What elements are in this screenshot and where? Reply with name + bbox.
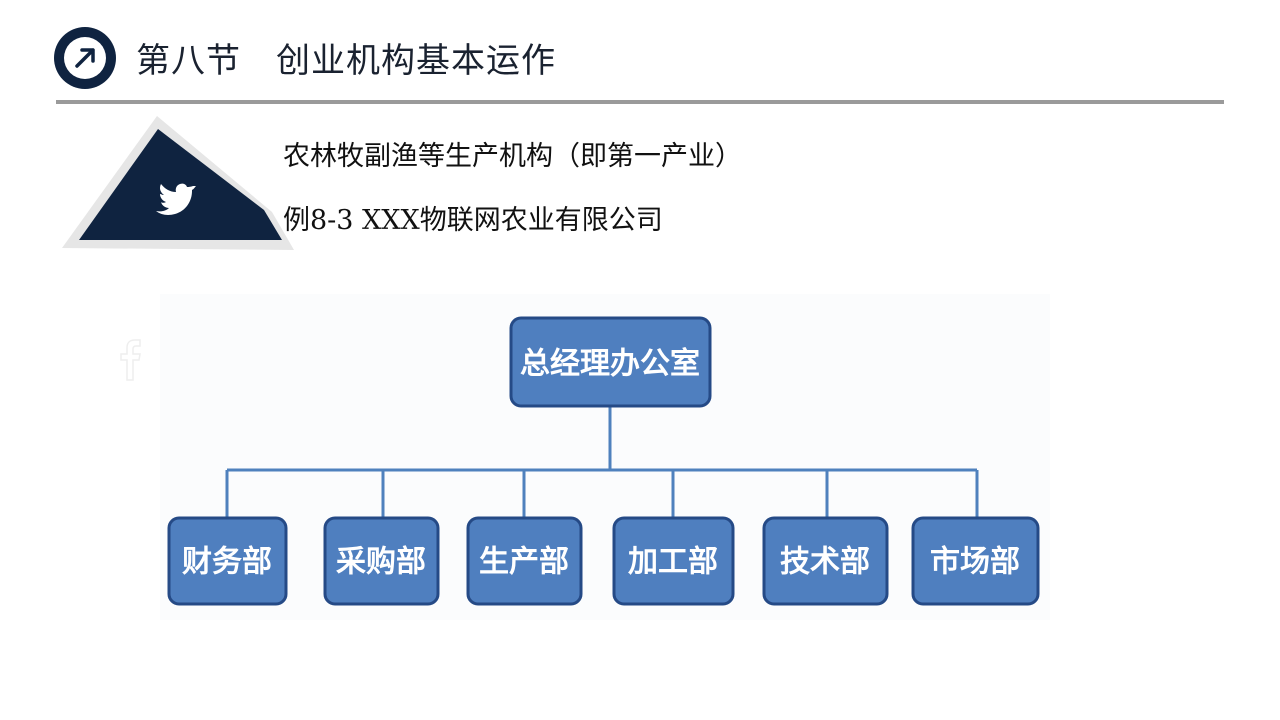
org-node-dept-label: 生产部 — [479, 545, 569, 580]
org-node-dept-label: 技术部 — [780, 545, 870, 580]
org-node-dept-label: 财务部 — [182, 545, 272, 580]
org-node-dept: 生产部 — [466, 516, 583, 606]
content-line-2: 例8-3 XXX物联网农业有限公司 — [283, 205, 663, 236]
org-node-dept-label: 市场部 — [930, 545, 1020, 580]
org-chart: 总经理办公室 财务部 采购部 生产部 加工部 技术部 市场部 — [167, 316, 1040, 606]
org-node-root: 总经理办公室 — [509, 316, 712, 408]
org-node-dept: 市场部 — [911, 516, 1040, 606]
content-line-1: 农林牧副渔等生产机构（即第一产业） — [283, 141, 742, 172]
twitter-bird-icon — [156, 183, 196, 215]
org-node-dept: 技术部 — [762, 516, 889, 606]
org-node-dept: 财务部 — [167, 516, 288, 606]
facebook-icon — [120, 339, 141, 381]
org-node-dept: 采购部 — [323, 516, 440, 606]
org-node-dept-label: 加工部 — [628, 545, 718, 580]
section-banner — [62, 116, 294, 250]
org-node-root-label: 总经理办公室 — [520, 347, 700, 382]
title-divider — [56, 100, 1224, 104]
org-node-dept-label: 采购部 — [336, 545, 426, 580]
org-node-dept: 加工部 — [612, 516, 735, 606]
arrow-circle-icon — [54, 27, 116, 89]
page-title: 第八节 创业机构基本运作 — [136, 41, 556, 81]
